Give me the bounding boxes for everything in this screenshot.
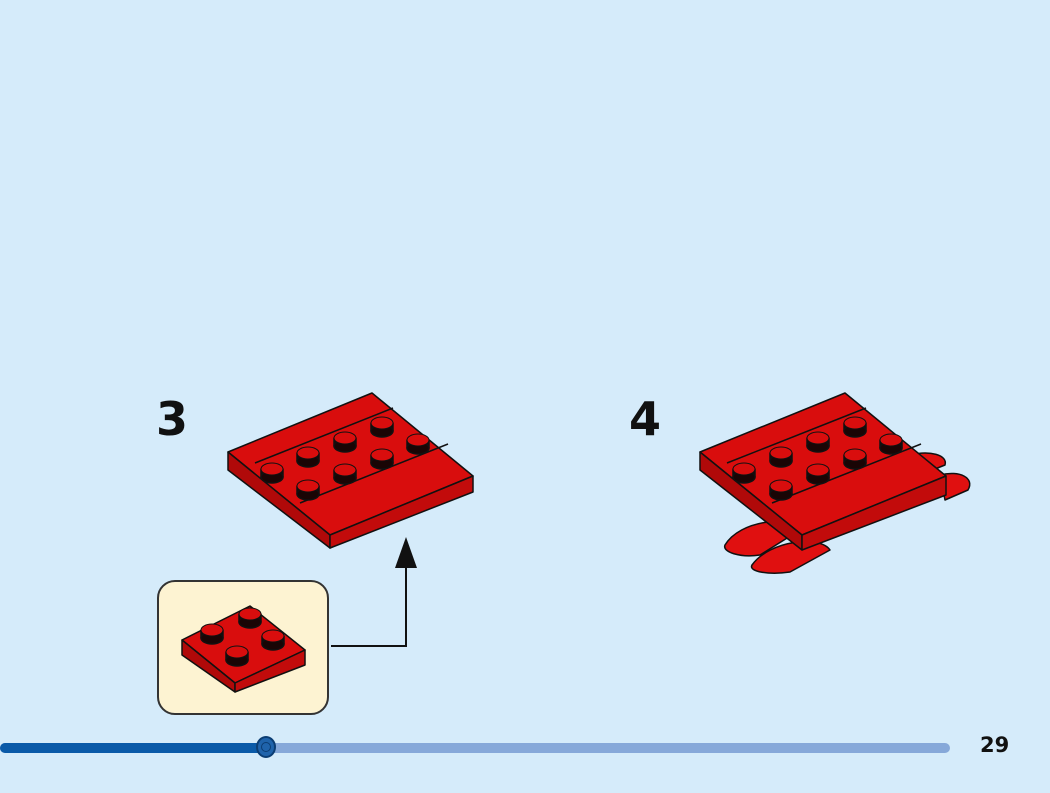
step-3-model [227,392,474,549]
step-3-number: 3 [156,392,189,446]
page-number: 29 [980,733,1010,757]
progress-fill [0,743,266,753]
step-4-number: 4 [629,392,662,446]
slider-thumb[interactable] [256,736,276,758]
part-2x2-plate [181,605,306,693]
step-4-model [699,392,971,574]
page-progress-slider[interactable] [0,736,950,758]
attach-arrow [331,537,417,647]
